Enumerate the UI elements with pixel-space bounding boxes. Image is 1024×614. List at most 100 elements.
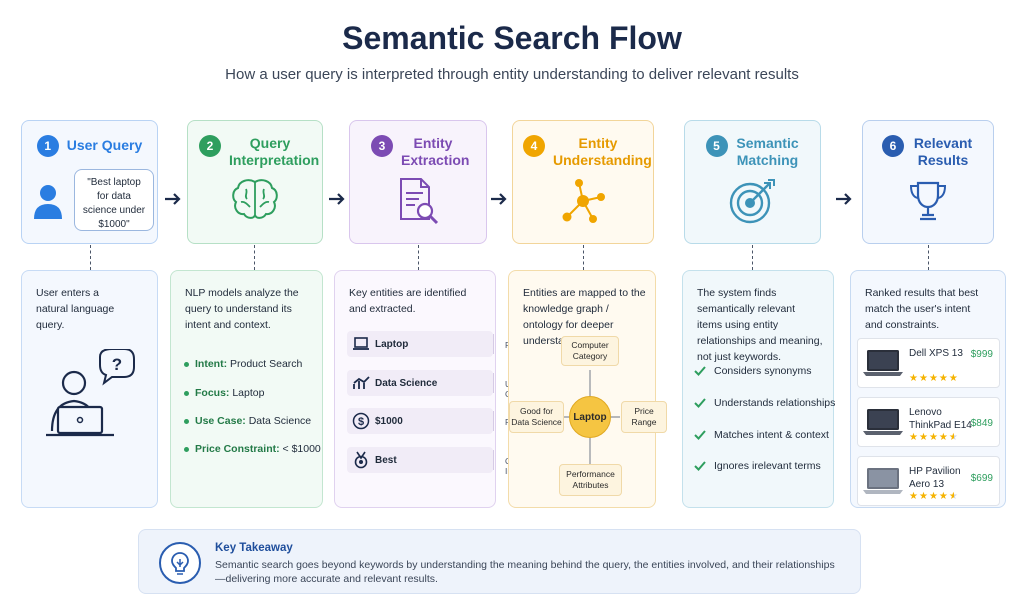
- dollar-icon: $: [352, 412, 370, 430]
- entity-separator: [493, 450, 494, 470]
- step-card-user-query: 1 User Query "Best laptop for data scien…: [21, 120, 158, 244]
- result-price: $699: [970, 473, 993, 484]
- interpretation-item: Intent: Product Search: [184, 358, 302, 370]
- step-card-query-interpretation: 2 Query Interpretation: [187, 120, 323, 244]
- graph-node-center: Laptop: [569, 396, 611, 438]
- query-text: "Best laptop for data science under $100…: [82, 177, 146, 230]
- step-title: User Query: [66, 137, 143, 153]
- star-icon: ★: [948, 373, 959, 384]
- star-icon: ★: [948, 432, 959, 443]
- star-icon: ★: [928, 432, 939, 443]
- step-number: 1: [36, 135, 59, 157]
- query-bubble: "Best laptop for data science under $100…: [74, 169, 154, 231]
- result-price: $999: [970, 349, 993, 360]
- interpretation-item: Focus: Laptop: [184, 387, 264, 399]
- connector-line: [928, 245, 929, 270]
- takeaway-title: Key Takeaway: [215, 542, 293, 554]
- star-icon: ★: [909, 373, 919, 384]
- detail-card-entity-extraction: Key entities are identified and extracte…: [334, 270, 534, 508]
- check-icon: [694, 461, 706, 471]
- target-icon: [729, 179, 775, 224]
- matching-item: Matches intent & context: [694, 429, 829, 441]
- step-number: 6: [882, 135, 904, 157]
- star-icon: ★: [918, 373, 929, 384]
- star-icon: ★: [938, 432, 949, 443]
- entity-row: Data Science: [347, 370, 493, 396]
- arrow-right-icon: [835, 192, 853, 211]
- result-rating: ★★★★★: [909, 373, 959, 384]
- step-description: NLP models analyze the query to understa…: [185, 287, 299, 331]
- laptop-thumbnail-icon: [863, 409, 903, 435]
- entity-name: $1000: [375, 415, 403, 427]
- result-name: HP Pavilion Aero 13: [909, 466, 961, 490]
- step-title: Semantic Matching: [736, 135, 799, 168]
- star-icon: ★: [928, 373, 939, 384]
- step-card-entity-understanding: 4 Entity Understanding: [512, 120, 654, 244]
- network-icon: [562, 179, 605, 223]
- step-description: User enters a natural language query.: [36, 287, 115, 331]
- step-card-entity-extraction: 3 Entity Extraction: [349, 120, 487, 244]
- svg-text:$: $: [358, 416, 364, 428]
- check-icon: [694, 398, 706, 408]
- takeaway-text: Semantic search goes beyond keywords by …: [215, 559, 835, 585]
- entity-separator: [493, 373, 494, 393]
- star-icon: ★: [948, 491, 959, 502]
- result-rating: ★★★★★: [909, 432, 959, 443]
- star-icon: ★: [938, 373, 949, 384]
- entity-separator: [493, 334, 494, 354]
- bullet-dot: [184, 390, 189, 396]
- graph-node-bottom: Performance Attributes: [559, 464, 622, 496]
- arrow-right-icon: [490, 192, 508, 211]
- matching-item: Considers synonyms: [694, 365, 811, 377]
- graph-edges: [564, 370, 620, 464]
- key-takeaway-panel: Key Takeaway Semantic search goes beyond…: [138, 529, 861, 594]
- result-name: Dell XPS 13: [909, 348, 963, 359]
- svg-text:?: ?: [112, 355, 122, 374]
- step-card-relevant-results: 6 Relevant Results: [862, 120, 994, 244]
- result-item[interactable]: Lenovo ThinkPad E14 $849 ★★★★★: [857, 397, 1000, 447]
- bullet-dot: [184, 446, 189, 452]
- step-title: Entity Understanding: [553, 135, 652, 168]
- star-icon: ★: [928, 491, 939, 502]
- step-card-semantic-matching: 5 Semantic Matching: [684, 120, 821, 244]
- interpretation-item: Price Constraint: < $1000: [184, 443, 321, 455]
- graph-node-right: Price Range: [621, 401, 667, 433]
- check-icon: [694, 366, 706, 376]
- connector-line: [418, 245, 419, 270]
- result-rating: ★★★★★: [909, 491, 959, 502]
- star-icon: ★: [938, 491, 949, 502]
- step-title: Query Interpretation: [229, 135, 320, 168]
- result-item[interactable]: Dell XPS 13 $999 ★★★★★: [857, 338, 1000, 388]
- brain-icon: [232, 179, 278, 219]
- result-item[interactable]: HP Pavilion Aero 13 $699 ★★★★★: [857, 456, 1000, 506]
- entity-row: $ $1000: [347, 408, 493, 434]
- step-number: 4: [523, 135, 545, 157]
- bullet-dot: [184, 418, 189, 424]
- matching-item: Ignores irelevant terms: [694, 460, 821, 472]
- medal-icon: [354, 451, 368, 469]
- detail-card-query-interpretation: NLP models analyze the query to understa…: [170, 270, 323, 508]
- step-description: Key entities are identified and extracte…: [349, 287, 467, 315]
- user-icon: [34, 185, 62, 219]
- page-title: Semantic Search Flow: [342, 20, 682, 56]
- step-number: 3: [371, 135, 393, 157]
- step-number: 2: [199, 135, 221, 157]
- graph-node-top: Computer Category: [561, 336, 619, 366]
- check-icon: [694, 430, 706, 440]
- star-icon: ★: [909, 432, 919, 443]
- step-number: 5: [705, 135, 728, 157]
- trophy-icon: [909, 181, 947, 221]
- entity-name: Best: [375, 454, 397, 466]
- laptop-thumbnail-icon: [863, 350, 903, 376]
- step-title: Relevant Results: [913, 135, 973, 168]
- star-icon: ★: [918, 491, 929, 502]
- laptop-icon: [353, 337, 369, 350]
- entity-row: Best: [347, 447, 493, 473]
- connector-line: [583, 245, 584, 270]
- star-icon: ★: [909, 491, 919, 502]
- document-search-icon: [400, 178, 439, 225]
- connector-line: [90, 245, 91, 270]
- result-price: $849: [970, 418, 993, 429]
- matching-item: Understands relationships: [694, 397, 835, 409]
- entity-name: Data Science: [375, 377, 438, 389]
